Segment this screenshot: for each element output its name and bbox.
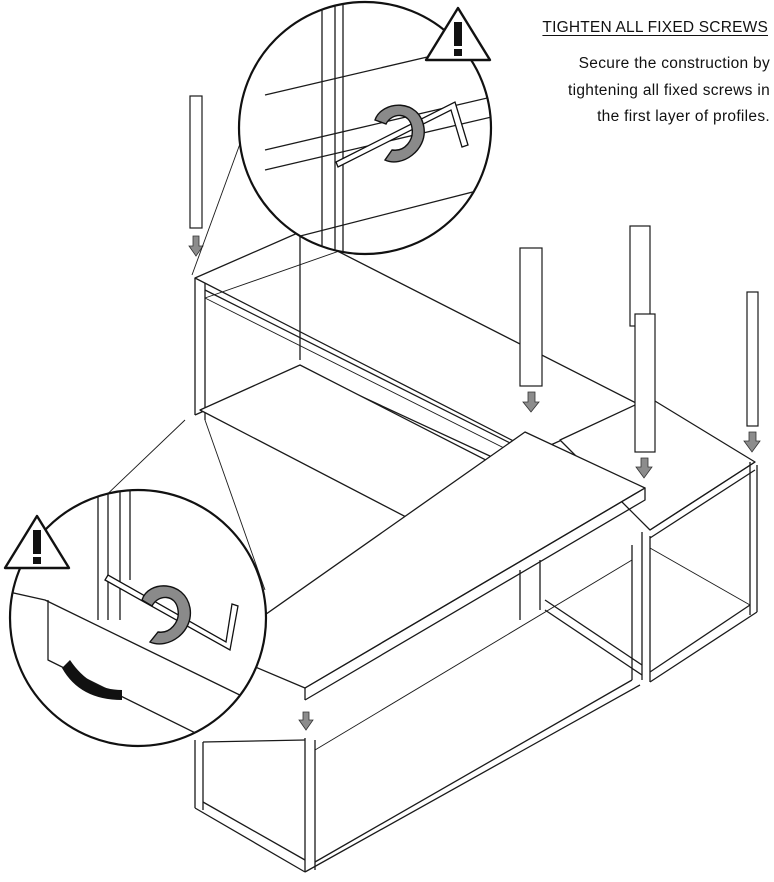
down-arrow-icon (188, 235, 204, 257)
rotation-arrow-icon (374, 104, 425, 163)
down-arrow-icon (298, 711, 314, 731)
detail-lens-lower (8, 488, 268, 748)
warning-icon (424, 6, 492, 62)
profile-center-wide (519, 247, 543, 387)
front-frame-module (194, 431, 646, 873)
profile-left (189, 95, 203, 229)
down-arrow-icon (635, 457, 653, 479)
instruction-line: tightening all fixed screws in (568, 81, 770, 99)
profile-back-right (629, 225, 651, 327)
hex-key-icon (335, 101, 469, 168)
warning-icon (3, 514, 71, 570)
upright-profiles (188, 95, 761, 731)
instruction-line: the first layer of profiles. (597, 108, 770, 125)
instruction-line: Secure the construction by (578, 55, 770, 72)
rotation-arrow-icon (141, 585, 191, 645)
hex-key-icon (104, 574, 239, 652)
profile-front-right (634, 313, 656, 453)
detail-lens-upper (237, 0, 493, 256)
step-instructions: Secure the construction by tightening al… (470, 51, 770, 131)
step-heading: TIGHTEN ALL FIXED SCREWS (542, 19, 768, 36)
down-arrow-icon (522, 391, 540, 413)
profile-far-right (746, 291, 759, 427)
down-arrow-icon (743, 431, 761, 453)
